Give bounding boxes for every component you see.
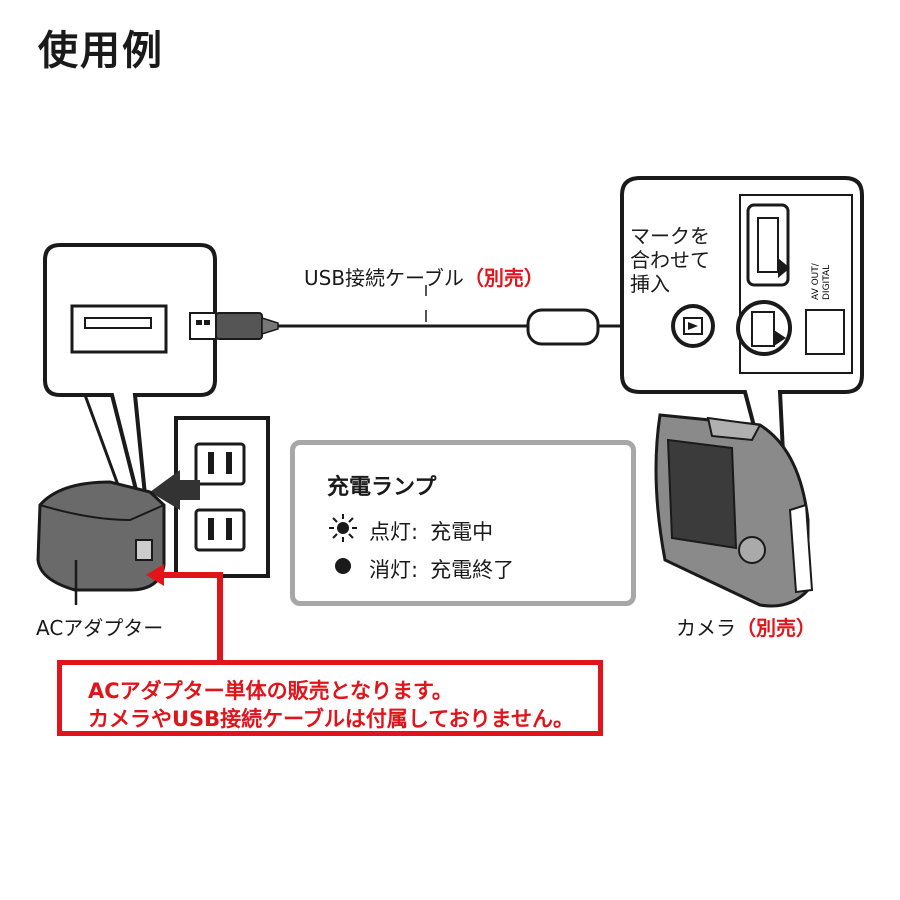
usb-plug-icon bbox=[189, 312, 279, 340]
cable-sold-separately: （別売） bbox=[463, 266, 544, 290]
port-label-1: AV OUT/ bbox=[811, 262, 821, 300]
page-title: 使用例 bbox=[38, 28, 164, 74]
lamp-row-on: 点灯: 充電中 bbox=[323, 513, 493, 548]
lamp-row-off: 消灯: 充電終了 bbox=[323, 551, 514, 586]
port-label-2: DIGITAL bbox=[822, 265, 832, 300]
cable-label: USB接続ケーブル（別売） bbox=[304, 262, 544, 291]
hdmi-port-icon bbox=[746, 203, 790, 287]
lamp-lit-icon bbox=[323, 513, 363, 548]
lamp-on-state: 点灯: bbox=[369, 519, 419, 544]
camera-label-text: カメラ bbox=[676, 616, 736, 640]
cable-label-text: USB接続ケーブル bbox=[304, 266, 464, 290]
plug-in-arrow bbox=[150, 470, 200, 510]
notice-line-1: ACアダプター単体の販売となります。 bbox=[88, 679, 453, 703]
camera-label: カメラ（別売） bbox=[676, 612, 816, 641]
insert-note-line-1: マークを bbox=[630, 224, 710, 248]
camera-icon bbox=[654, 413, 814, 608]
lamp-off-state: 消灯: bbox=[369, 557, 419, 582]
lamp-off-icon bbox=[323, 551, 363, 586]
insert-note-line-2: 合わせて bbox=[630, 248, 710, 272]
lamp-title: 充電ランプ bbox=[327, 475, 437, 500]
usb-cable bbox=[189, 285, 669, 346]
charge-lamp-legend: 充電ランプ 点灯: 充電中 消灯: 充電終了 bbox=[290, 440, 636, 606]
ac-adapter-icon bbox=[36, 480, 166, 605]
not-included-pointer bbox=[146, 564, 223, 660]
adapter-label: ACアダプター bbox=[36, 616, 164, 640]
lamp-on-meaning: 充電中 bbox=[430, 519, 494, 544]
insert-note-line-3: 挿入 bbox=[630, 272, 670, 296]
notice-line-2: カメラやUSB接続ケーブルは付属しておりません。 bbox=[88, 707, 575, 731]
usb-port-icon bbox=[70, 304, 168, 354]
camera-sold-separately: （別売） bbox=[736, 616, 816, 640]
adapter-port-callout bbox=[43, 243, 217, 546]
not-included-notice: ACアダプター単体の販売となります。 カメラやUSB接続ケーブルは付属しておりま… bbox=[57, 660, 603, 736]
insert-note: マークを 合わせて 挿入 bbox=[630, 224, 710, 296]
lamp-off-meaning: 充電終了 bbox=[430, 557, 515, 582]
camera-port-callout: AV OUT/ DIGITAL bbox=[620, 176, 864, 556]
